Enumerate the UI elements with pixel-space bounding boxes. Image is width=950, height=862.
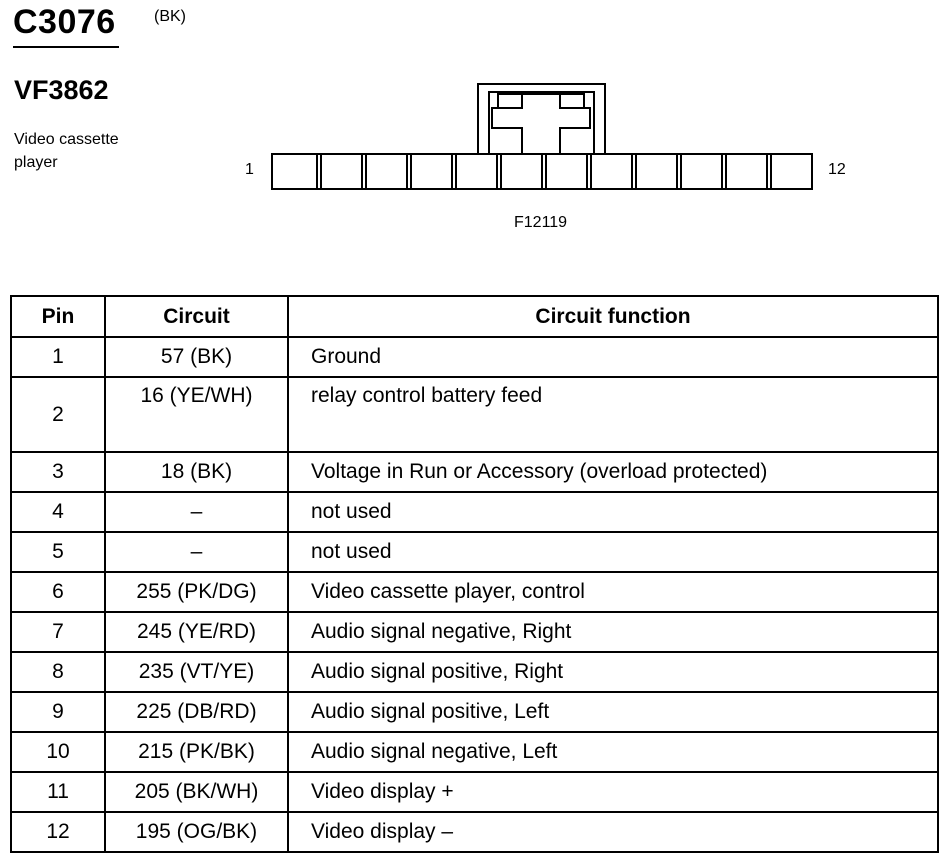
pin-cavity [455,153,498,190]
pin-cell: 8 [10,651,106,693]
function-cell: Ground [287,336,939,378]
function-cell: Audio signal positive, Right [287,651,939,693]
pin-cavity [680,153,723,190]
connector-description: Video cassette player [14,131,119,171]
part-number: VF3862 [14,75,109,105]
table-row: 5–not used [10,531,939,573]
connector-face-diagram [271,83,813,190]
pin-cavity [635,153,678,190]
function-cell: Audio signal negative, Left [287,731,939,773]
circuit-cell: 245 (YE/RD) [104,611,289,653]
function-cell: Video display – [287,811,939,853]
circuit-cell: 57 (BK) [104,336,289,378]
function-cell: Voltage in Run or Accessory (overload pr… [287,451,939,493]
circuit-cell: 215 (PK/BK) [104,731,289,773]
figure-number: F12119 [514,214,568,231]
connector-color: (BK) [154,8,186,25]
pin-cavity [770,153,813,190]
pin-cell: 3 [10,451,106,493]
pin-cell: 11 [10,771,106,813]
pin-cell: 10 [10,731,106,773]
connector-latch [477,83,606,155]
pin-cell: 4 [10,491,106,533]
pin-cell: 2 [10,376,106,453]
pin-cavity [271,153,318,190]
header-circuit: Circuit [104,295,289,338]
connector-id: C3076 [13,3,116,41]
function-cell: not used [287,491,939,533]
pin-1-label: 1 [245,161,254,178]
table-row: 4–not used [10,491,939,533]
pin-12-label: 12 [828,161,846,178]
circuit-cell: 195 (OG/BK) [104,811,289,853]
pin-cell: 1 [10,336,106,378]
function-cell: Audio signal positive, Left [287,691,939,733]
circuit-cell: 255 (PK/DG) [104,571,289,613]
pin-cavity [320,153,363,190]
pin-cell: 5 [10,531,106,573]
circuit-cell: 16 (YE/WH) [104,376,289,453]
pin-cavity [545,153,588,190]
pin-cavity [590,153,633,190]
circuit-cell: 205 (BK/WH) [104,771,289,813]
circuit-cell: – [104,531,289,573]
header-pin: Pin [10,295,106,338]
pin-cell: 12 [10,811,106,853]
pin-cell: 7 [10,611,106,653]
circuit-cell: 18 (BK) [104,451,289,493]
header-circuit-function: Circuit function [287,295,939,338]
connector-id-underline [13,46,119,48]
circuit-cell: 225 (DB/RD) [104,691,289,733]
function-cell: Video cassette player, control [287,571,939,613]
pin-cell: 6 [10,571,106,613]
pin-cavity [410,153,453,190]
pin-cavity [365,153,408,190]
pin-slots [271,153,813,190]
function-cell: relay control battery feed [287,376,939,453]
table-header-row: Pin Circuit Circuit function [10,295,939,338]
function-cell: Video display + [287,771,939,813]
function-cell: Audio signal negative, Right [287,611,939,653]
circuit-cell: – [104,491,289,533]
pin-cavity [725,153,768,190]
pin-cavity [500,153,543,190]
circuit-cell: 235 (VT/YE) [104,651,289,693]
pin-cell: 9 [10,691,106,733]
function-cell: not used [287,531,939,573]
